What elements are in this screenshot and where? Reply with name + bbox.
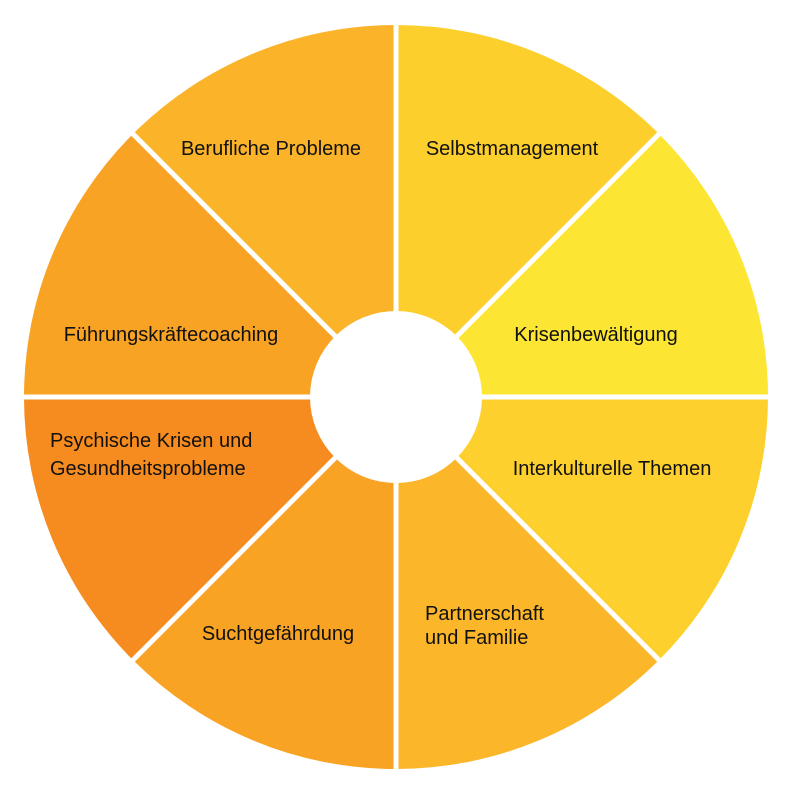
- label-line: Interkulturelle Themen: [513, 458, 712, 480]
- label-line: Selbstmanagement: [426, 138, 599, 160]
- wheel-labels: SelbstmanagementKrisenbewältigungInterku…: [50, 138, 711, 649]
- label-berufliche-probleme: Berufliche Probleme: [181, 138, 361, 160]
- segment-psychische-krisen: [24, 397, 396, 661]
- label-line: Gesundheitsprobleme: [50, 458, 246, 480]
- label-line: Führungskräftecoaching: [64, 324, 279, 346]
- segment-berufliche-probleme: [132, 25, 396, 397]
- label-line: Berufliche Probleme: [181, 138, 361, 160]
- segment-krisenbewaeltigung: [396, 133, 768, 397]
- label-line: Suchtgefährdung: [202, 623, 354, 645]
- label-fuehrungskraeftecoaching: Führungskräftecoaching: [64, 324, 279, 346]
- segment-partnerschaft-familie: [396, 397, 660, 769]
- segment-interkulturelle-themen: [396, 397, 768, 661]
- label-interkulturelle-themen: Interkulturelle Themen: [513, 458, 712, 480]
- label-krisenbewaeltigung: Krisenbewältigung: [514, 324, 677, 346]
- label-line: Krisenbewältigung: [514, 324, 677, 346]
- segment-selbstmanagement: [396, 25, 660, 397]
- label-selbstmanagement: Selbstmanagement: [426, 138, 599, 160]
- label-line: Partnerschaft: [425, 603, 544, 625]
- label-line: und Familie: [425, 627, 528, 649]
- label-suchtgefaehrdung: Suchtgefährdung: [202, 623, 354, 645]
- segment-fuehrungskraeftecoaching: [24, 133, 396, 397]
- center-hub: [310, 311, 482, 483]
- label-line: Psychische Krisen und: [50, 430, 252, 452]
- wheel-segments: [24, 25, 768, 769]
- segment-suchtgefaehrdung: [132, 397, 396, 769]
